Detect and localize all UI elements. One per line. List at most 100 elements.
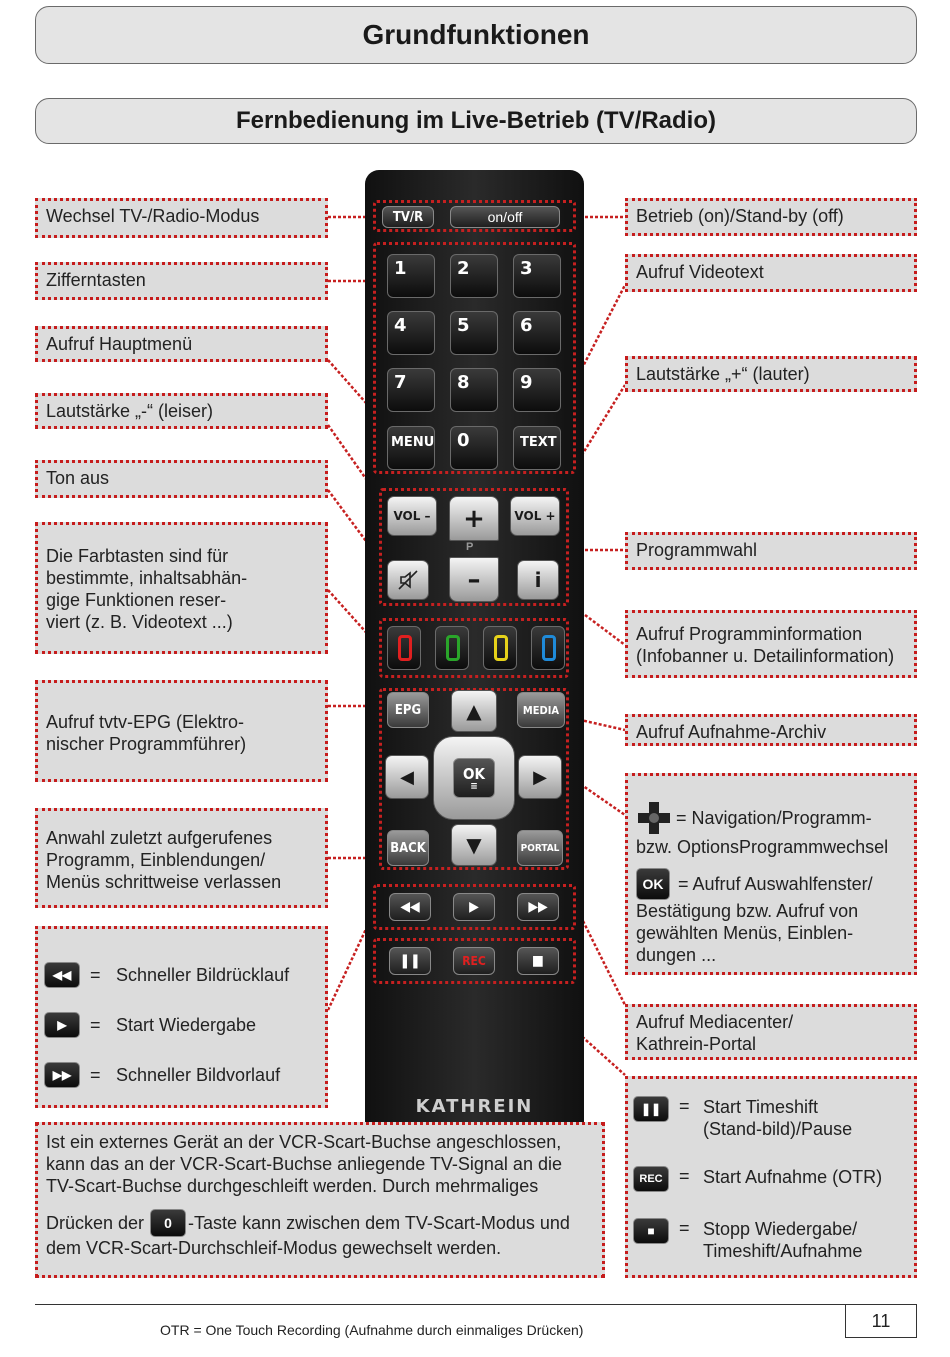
- page-number: 11: [871, 1310, 891, 1331]
- digit-8-button[interactable]: 8: [450, 368, 498, 412]
- callout-vol-minus: Lautstärke „-“ (leiser): [35, 393, 328, 429]
- ok-button[interactable]: OK ≡: [433, 736, 515, 820]
- equals-sign: =: [679, 1218, 690, 1238]
- tvr-label: TV/R: [392, 209, 424, 225]
- equals-sign: =: [90, 1064, 101, 1085]
- callout-ok-text: = Aufruf Auswahlfenster/: [678, 874, 873, 894]
- callout-menu-text: Aufruf Hauptmenü: [46, 334, 193, 354]
- color-key-button[interactable]: [387, 626, 421, 670]
- digit-5-button[interactable]: 5: [450, 311, 498, 355]
- rec-icon: REC: [633, 1166, 669, 1192]
- digit-8-label: 8: [457, 372, 470, 393]
- mute-button[interactable]: [387, 560, 429, 600]
- digit-7-button[interactable]: 7: [387, 368, 435, 412]
- mute-icon: [398, 570, 418, 590]
- callout-onoff: Betrieb (on)/Stand-by (off): [625, 198, 917, 236]
- callout-vol-plus: Lautstärke „+“ (lauter): [625, 356, 917, 392]
- record-legend-label-line: Start Timeshift: [703, 1097, 819, 1117]
- scart-note-line: TV-Scart-Buchse durchgeschleift werden. …: [46, 1176, 539, 1196]
- callout-tv-radio: Wechsel TV-/Radio-Modus: [35, 198, 328, 238]
- page-title: Grundfunktionen: [362, 19, 590, 50]
- ok-lines-icon: ≡: [470, 781, 478, 792]
- play-icon: ▶: [44, 1012, 80, 1038]
- fast-forward-button[interactable]: ▶▶: [517, 893, 559, 921]
- rec-button[interactable]: REC: [453, 947, 495, 975]
- digit-1-button[interactable]: 1: [387, 254, 435, 298]
- callout-mute: Ton aus: [35, 460, 328, 498]
- vol-plus-button[interactable]: VOL +: [510, 496, 560, 536]
- nav-group-frame: [379, 688, 569, 870]
- program-up-button[interactable]: +: [449, 496, 499, 541]
- fast-forward-icon: ▶▶: [528, 899, 548, 915]
- ok-icon: OK: [636, 868, 670, 900]
- nav-up-button[interactable]: ▲: [451, 690, 497, 732]
- digit-4-button[interactable]: 4: [387, 311, 435, 355]
- playback-legend-row: ◀◀=Schneller Bildrücklauf: [44, 962, 289, 988]
- color-key-button[interactable]: [435, 626, 469, 670]
- color-key-button[interactable]: [483, 626, 517, 670]
- callout-ok-text-3: gewählten Menüs, Einblen-: [636, 923, 854, 943]
- callout-portal-line: Aufruf Mediacenter/: [636, 1012, 794, 1032]
- back-label: BACK: [390, 840, 426, 856]
- pause-icon: ❚❚: [633, 1096, 669, 1122]
- callout-color-keys-line: viert (z. B. Videotext ...): [46, 612, 233, 632]
- color-keys-frame: [379, 618, 569, 678]
- color-key-ring: [446, 635, 460, 661]
- callout-back-line: Menüs schrittweise verlassen: [46, 872, 282, 892]
- callout-portal: Aufruf Mediacenter/ Kathrein-Portal: [625, 1004, 917, 1060]
- back-button[interactable]: BACK: [387, 830, 429, 866]
- playback-legend-row: ▶=Start Wiedergabe: [44, 1012, 256, 1038]
- pause-button[interactable]: ❚❚: [389, 947, 431, 975]
- callout-back-line: Programm, Einblendungen/: [46, 850, 266, 870]
- digit-6-button[interactable]: 6: [513, 311, 561, 355]
- digit-0-label: 0: [457, 430, 470, 451]
- program-p-label: P: [466, 541, 474, 553]
- epg-button[interactable]: EPG: [387, 692, 429, 728]
- epg-label: EPG: [394, 702, 422, 718]
- callout-teletext-text: Aufruf Videotext: [636, 262, 764, 282]
- portal-label: PORTAL: [520, 842, 560, 854]
- callout-ok-text-2: Bestätigung bzw. Aufruf von: [636, 901, 859, 921]
- portal-button[interactable]: PORTAL: [517, 830, 563, 866]
- rewind-button[interactable]: ◀◀: [389, 893, 431, 921]
- stop-icon: ■: [633, 1218, 669, 1244]
- digit-3-button[interactable]: 3: [513, 254, 561, 298]
- record-legend-label-line: Timeshift/Aufnahme: [703, 1241, 863, 1261]
- color-key-button[interactable]: [531, 626, 565, 670]
- record-legend-label-line: Stopp Wiedergabe/: [703, 1219, 858, 1239]
- digit-2-button[interactable]: 2: [450, 254, 498, 298]
- vol-minus-button[interactable]: VOL –: [387, 496, 437, 536]
- brand-logo: KATHREIN: [415, 1096, 534, 1117]
- callout-ok-text-4: dungen ...: [636, 945, 717, 965]
- nav-down-button[interactable]: ▼: [451, 824, 497, 866]
- nav-left-button[interactable]: ◀: [385, 755, 429, 799]
- nav-right-button[interactable]: ▶: [518, 755, 562, 799]
- color-key-ring: [542, 635, 556, 661]
- callout-program: Programmwahl: [625, 532, 917, 570]
- onoff-button[interactable]: on/off: [450, 206, 560, 228]
- text-button[interactable]: TEXT: [513, 426, 561, 470]
- media-label: MEDIA: [522, 703, 560, 717]
- digit-group-frame: [373, 242, 576, 474]
- vol-plus-label: VOL +: [514, 509, 556, 523]
- program-down-button[interactable]: –: [449, 557, 499, 602]
- callout-archive-text: Aufruf Aufnahme-Archiv: [636, 722, 827, 742]
- play-button[interactable]: ▶: [453, 893, 495, 921]
- digit-9-button[interactable]: 9: [513, 368, 561, 412]
- stop-button[interactable]: ■: [517, 947, 559, 975]
- callout-color-keys-line: gige Funktionen reser-: [46, 590, 227, 610]
- media-button[interactable]: MEDIA: [517, 692, 565, 728]
- digit-9-label: 9: [520, 372, 533, 393]
- digit-0-button[interactable]: 0: [450, 426, 498, 470]
- zero-key-label: 0: [164, 1215, 172, 1231]
- callout-epg: Aufruf tvtv-EPG (Elektro- nischer Progra…: [35, 680, 328, 782]
- callout-playback-legend: [35, 926, 328, 1108]
- tvr-button[interactable]: TV/R: [382, 206, 434, 228]
- navigation-cross-icon: [638, 802, 670, 834]
- pause-icon: ❚❚: [399, 953, 421, 969]
- callout-scart-note: Ist ein externes Gerät an der VCR-Scart-…: [35, 1122, 605, 1278]
- info-button[interactable]: i: [517, 560, 559, 600]
- scart-note-line: dem VCR-Scart-Durchschleif-Modus gewechs…: [46, 1238, 502, 1258]
- menu-button[interactable]: MENU: [387, 426, 435, 470]
- callout-back: Anwahl zuletzt aufgerufenes Programm, Ei…: [35, 808, 328, 908]
